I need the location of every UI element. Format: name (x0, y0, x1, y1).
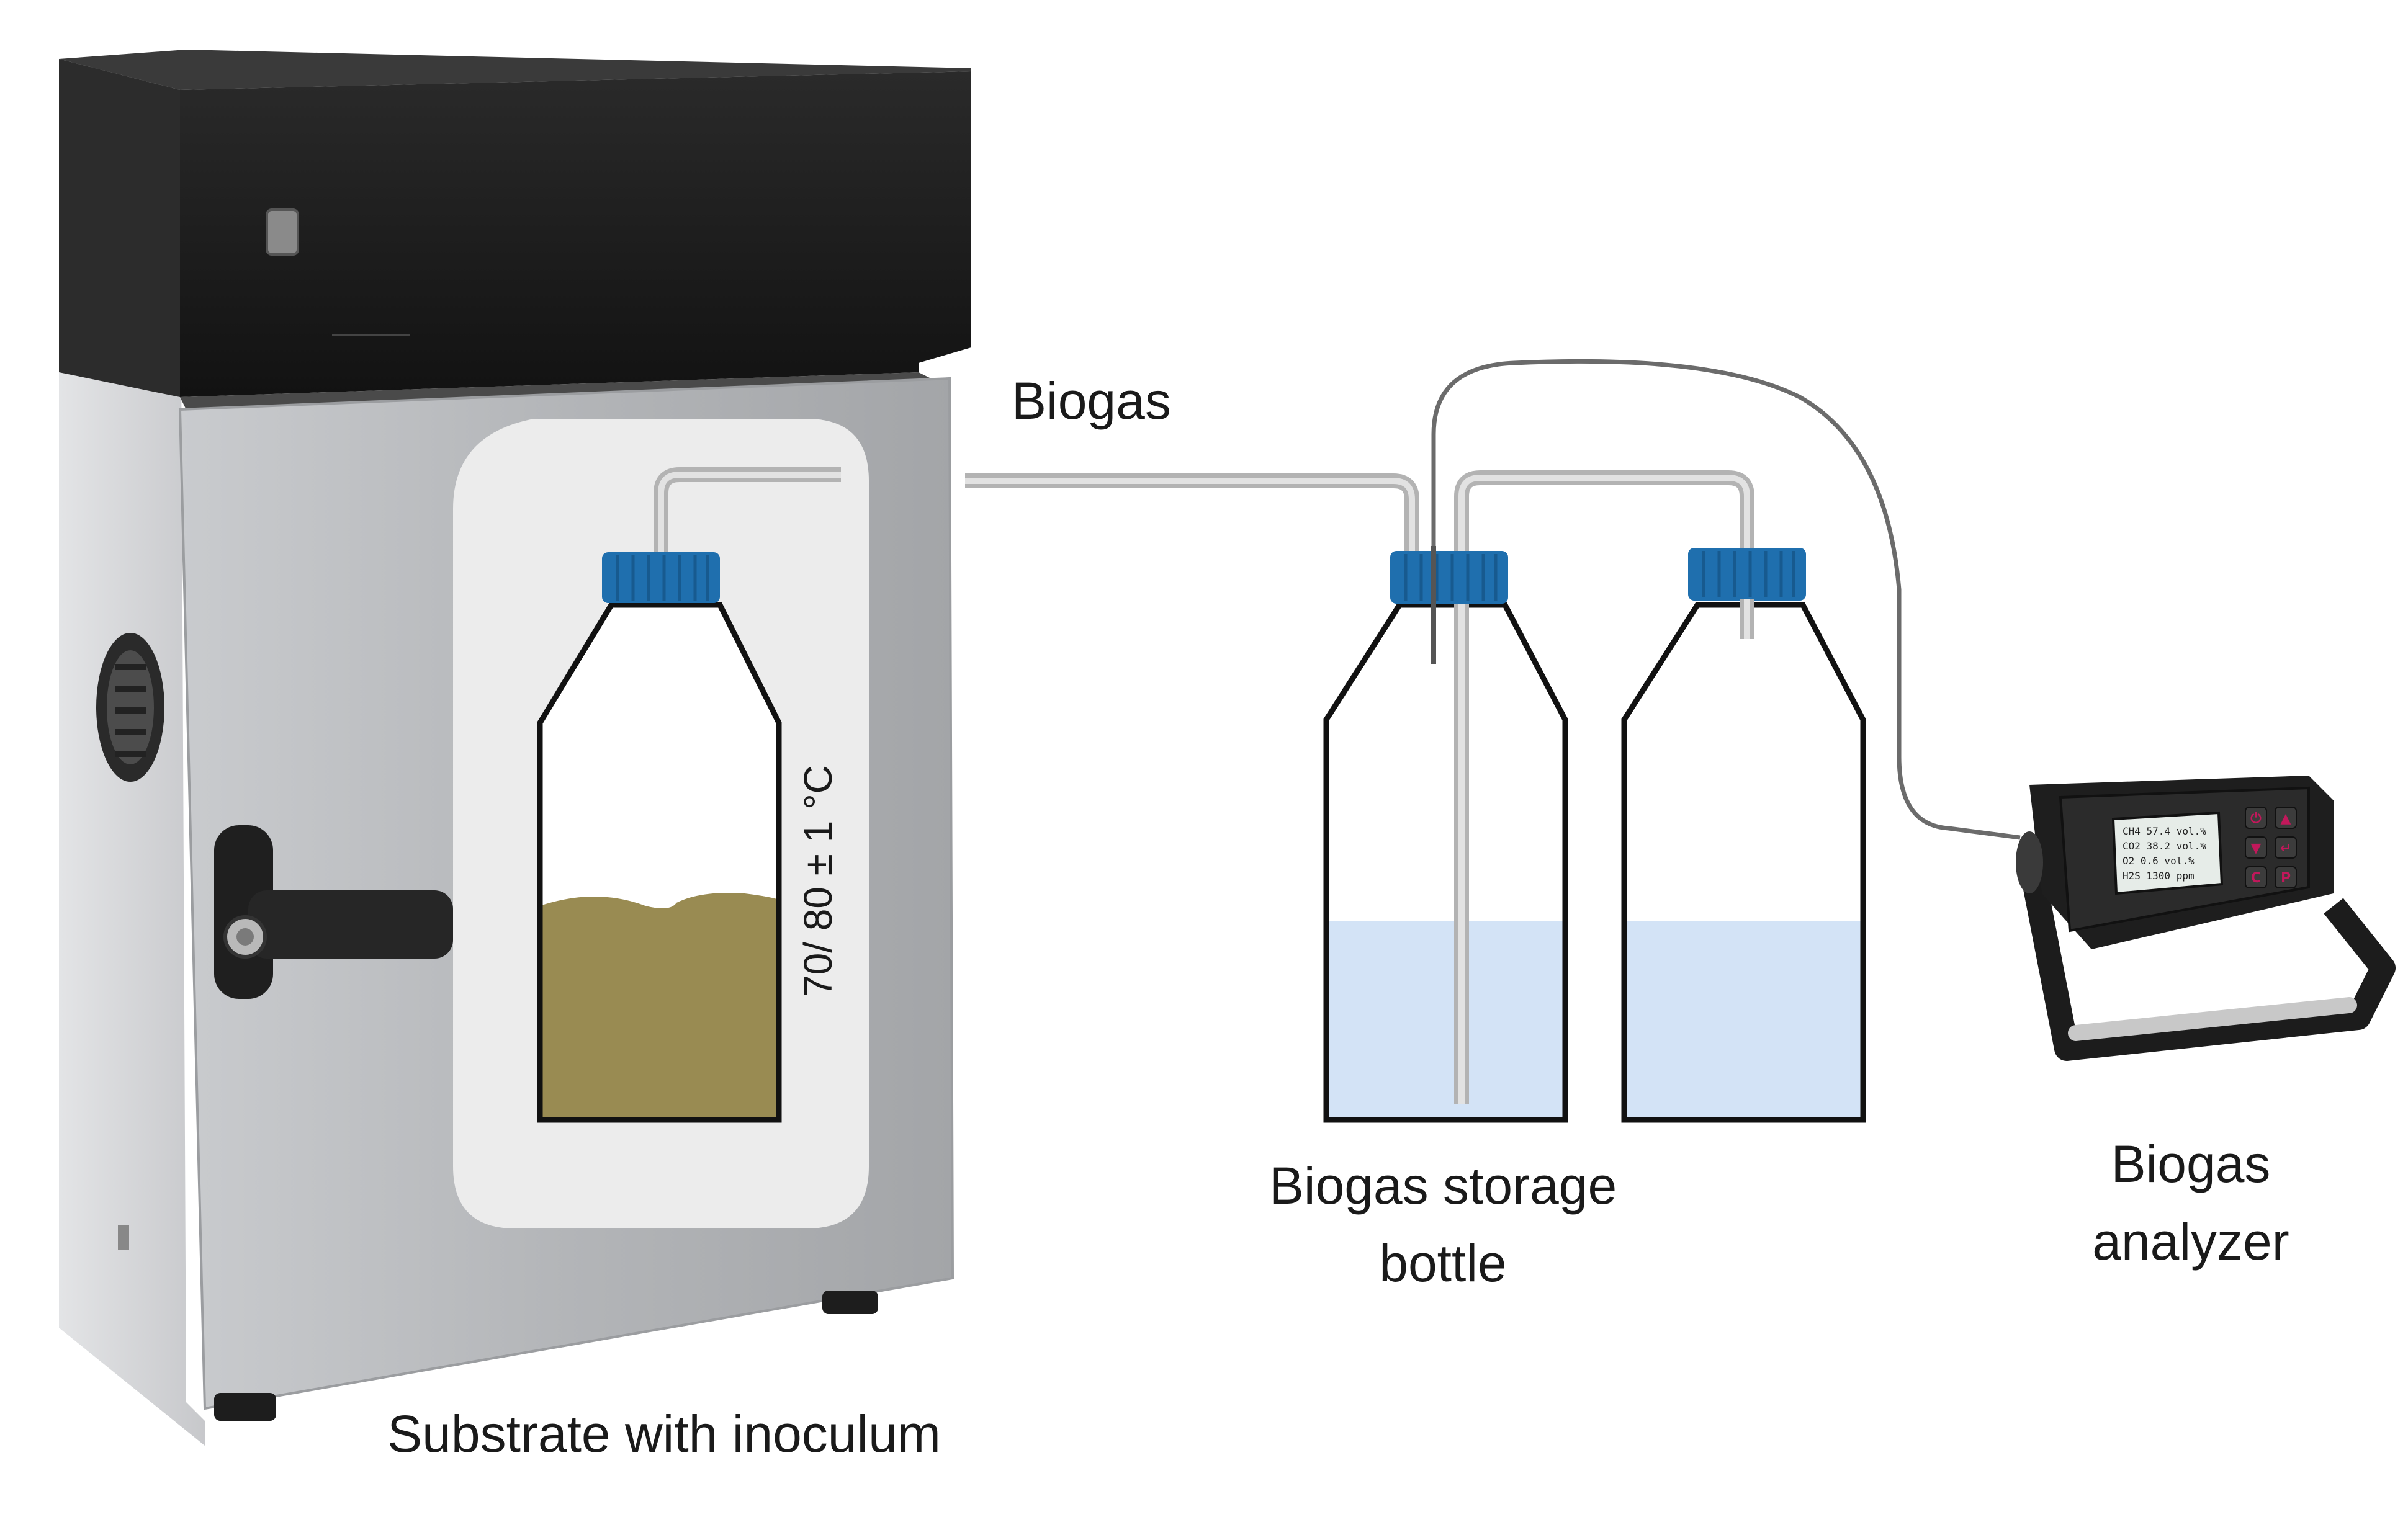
incubator (59, 50, 971, 1446)
incubator-foot-back (822, 1291, 878, 1314)
biogas-analyzer: CH4 57.4 vol.% CO2 38.2 vol.% O2 0.6 vol.%… (2016, 776, 2396, 1061)
incubator-foot-front (214, 1393, 276, 1421)
analyzer-button-down[interactable]: ▼ (2245, 836, 2267, 859)
label-biogas-flow: Biogas (1012, 372, 1171, 430)
svg-text:⏻: ⏻ (2250, 811, 2262, 826)
svg-text:▲: ▲ (2281, 811, 2291, 826)
analyzer-button-power[interactable]: ⏻ (2245, 807, 2267, 829)
analyzer-display-line: O2 0.6 vol.% (2123, 855, 2195, 867)
analyzer-button-c[interactable]: C (2245, 866, 2267, 888)
reactor-bottle (537, 552, 782, 1123)
incubator-top-unit (59, 50, 971, 90)
analyzer-display-line: CO2 38.2 vol.% (2123, 840, 2206, 852)
analyzer-buttons: ⏻ ▲ ▼ ↵ C P (2245, 807, 2297, 888)
svg-text:C: C (2251, 870, 2261, 886)
label-analyzer-line1: Biogas (2111, 1135, 2271, 1193)
overflow-cap (1688, 548, 1806, 601)
analyzer-button-up[interactable]: ▲ (2275, 807, 2297, 829)
svg-text:↵: ↵ (2280, 841, 2291, 856)
svg-text:▼: ▼ (2251, 841, 2262, 856)
handle-icon[interactable] (214, 825, 453, 999)
analyzer-side-knob[interactable] (2016, 831, 2043, 893)
storage-water (1326, 921, 1565, 1120)
analyzer-button-enter[interactable]: ↵ (2275, 836, 2297, 859)
analyzer-cable (1431, 359, 2021, 840)
incubator-control-button[interactable] (266, 208, 299, 256)
incubator-foot-left (118, 1225, 129, 1250)
reactor-cap (602, 552, 720, 603)
overflow-bottle (1621, 548, 1866, 1123)
biogas-transfer-tube (965, 473, 1419, 580)
label-storage-line1: Biogas storage (1269, 1157, 1617, 1215)
svg-text:P: P (2281, 870, 2291, 886)
knob-icon[interactable] (96, 633, 164, 782)
storage-bottle (1323, 546, 1568, 1123)
analyzer-display (2111, 811, 2224, 895)
substrate-fill (540, 893, 779, 1120)
incubator-step (180, 372, 937, 409)
analyzer-display-line: CH4 57.4 vol.% (2123, 825, 2206, 837)
incubator-top-unit-side (59, 59, 180, 397)
analyzer-button-p[interactable]: P (2275, 866, 2297, 888)
label-temperature: 70/ 80 ± 1 °C (796, 765, 840, 997)
analyzer-display-line: H2S 1300 ppm (2123, 870, 2195, 882)
label-analyzer-line2: analyzer (2092, 1212, 2289, 1271)
overflow-water (1624, 921, 1863, 1120)
incubator-top-unit-front (180, 71, 971, 397)
label-storage-line2: bottle (1379, 1234, 1507, 1292)
label-substrate: Substrate with inoculum (387, 1405, 941, 1463)
analyzer-display-lines: CH4 57.4 vol.% CO2 38.2 vol.% O2 0.6 vol.%… (2123, 825, 2206, 882)
analyzer-stand (2017, 854, 2396, 1061)
gas-tubing (654, 359, 2021, 1104)
analyzer-handle-bar (2068, 997, 2357, 1041)
storage-cap (1390, 551, 1508, 604)
